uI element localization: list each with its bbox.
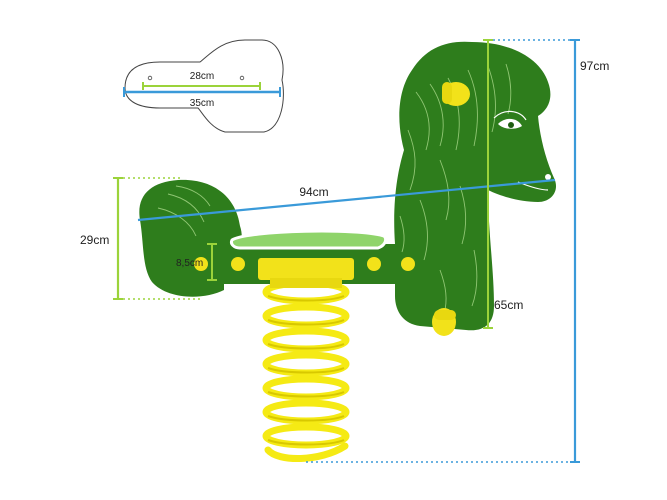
total-height-dimension: 97cm <box>306 39 609 463</box>
seat-hole-left <box>147 75 153 81</box>
seat-hole-right <box>239 75 245 81</box>
seat-height-label: 65cm <box>494 298 523 312</box>
tail-strands <box>157 185 211 237</box>
total-height-label: 97cm <box>580 59 609 73</box>
thickness-dimension: 8,5cm <box>176 243 217 281</box>
spring-shading <box>267 295 345 446</box>
handle-top <box>442 82 470 106</box>
tail-height-label: 29cm <box>80 233 109 247</box>
seat-top-view-inset: 28cm 35cm <box>123 39 284 133</box>
horse-eye <box>493 110 527 129</box>
length-dimension: 94cm <box>137 178 556 222</box>
handle-bottom <box>432 308 456 336</box>
tail-height-dimension: 29cm <box>80 177 202 300</box>
seat-height-dimension: 65cm <box>483 39 523 329</box>
thickness-label: 8,5cm <box>176 258 203 269</box>
length-label: 94cm <box>299 185 328 199</box>
total-width-label: 35cm <box>190 98 214 109</box>
bolts <box>194 257 415 275</box>
horse-nostril <box>545 174 551 180</box>
seat-outline <box>124 39 284 133</box>
seat-width-label: 28cm <box>190 71 214 82</box>
spring-mount-plate <box>258 258 354 280</box>
spring-mount-neck <box>270 278 342 288</box>
head-panel <box>394 41 557 331</box>
seat <box>230 229 388 250</box>
